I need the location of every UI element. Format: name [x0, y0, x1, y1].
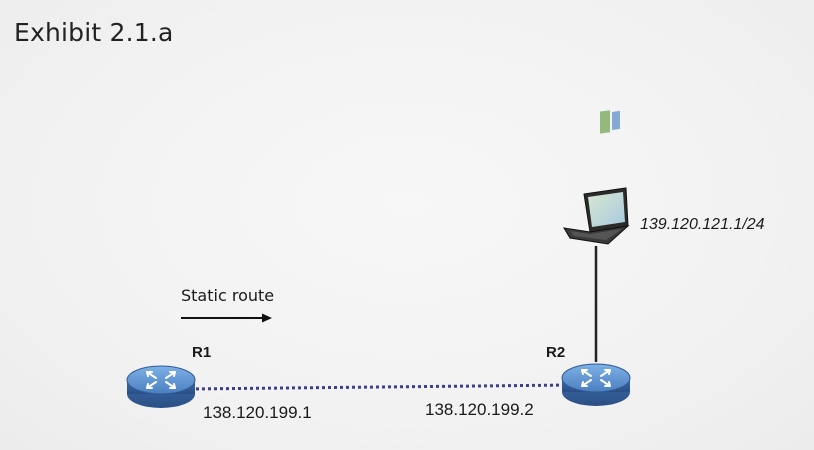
r1-r2-link [189, 383, 573, 391]
r1-interface-ip: 138.120.199.1 [203, 403, 312, 422]
router-r2-label: R2 [546, 344, 566, 361]
router-r1-label: R1 [192, 344, 212, 361]
static-route-label: Static route [181, 286, 275, 305]
exhibit-title: Exhibit 2.1.a [14, 18, 174, 47]
static-route-arrowhead [262, 313, 272, 323]
router-r2-icon [561, 363, 631, 406]
laptop-icon [563, 110, 630, 245]
host-ip: 139.120.121.1/24 [640, 216, 765, 233]
r2-interface-ip: 138.120.199.2 [425, 400, 534, 419]
router-r1-icon [126, 365, 196, 408]
